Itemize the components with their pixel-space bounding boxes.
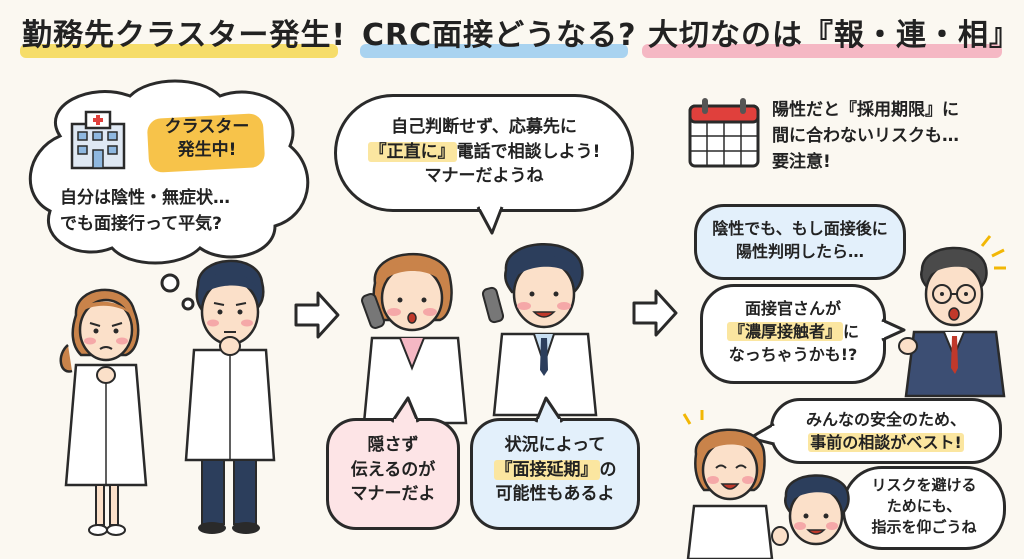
postponement-highlight: 『面接延期』	[493, 459, 600, 480]
title-highlight-blue	[360, 44, 628, 58]
surprised-interviewer-character	[898, 235, 1006, 398]
safety-advice-bubble: みんなの安全のため、 事前の相談がベスト!	[770, 398, 1002, 464]
tell-honestly-bubble: 隠さず 伝えるのが マナーだよ	[326, 418, 460, 530]
title-highlight-pink	[642, 44, 1002, 58]
close-contact-highlight: 『濃厚接触者』	[726, 322, 843, 342]
cluster-badge: クラスター 発生中!	[164, 117, 250, 160]
arrow-right-icon	[294, 291, 340, 339]
calendar-line1: 陽性だと『採用期限』に	[772, 100, 959, 120]
safety-advice-line2: 事前の相談がベスト!	[808, 433, 964, 453]
advice-bubble-tail	[476, 203, 504, 235]
positive-after-line2: 陽性判明したら…	[735, 242, 864, 262]
title-highlight-yellow	[20, 44, 338, 58]
postponement-line2: 『面接延期』の	[473, 458, 637, 483]
advice-line3: マナーだようね	[424, 166, 544, 187]
postponement-line3: 可能性もあるよ	[495, 484, 615, 505]
advice-line1: 自己判断せず、応募先に	[391, 117, 577, 137]
advice-line2-highlight: 『正直に』	[367, 141, 457, 162]
arrow-right-icon-2	[632, 289, 678, 337]
advice-line2: 『正直に』電話で相談しよう!	[337, 140, 631, 165]
thought-cloud	[28, 79, 310, 311]
close-contact-line3: なっちゃうかも!?	[728, 345, 858, 365]
title-part3: 大切なのは『報・連・相』!	[648, 18, 1024, 53]
follow-instructions-line2: ためにも、	[886, 497, 962, 515]
advice-line2-rest: 電話で相談しよう!	[456, 141, 601, 162]
tell-honestly-line2: 伝えるのが	[350, 459, 436, 480]
close-contact-bubble: 面接官さんが 『濃厚接触者』に なっちゃうかも!?	[700, 284, 886, 384]
thought-line2: でも面接行って平気?	[60, 214, 223, 234]
calendar-line2: 間に合わないリスクも…	[772, 126, 959, 146]
man-on-phone-character	[481, 243, 598, 417]
follow-instructions-line1: リスクを避ける	[871, 476, 977, 494]
blue-bubble-tail	[534, 396, 564, 425]
title-part1: 勤務先クラスター発生!	[22, 18, 347, 53]
close-contact-bubble-tail	[878, 318, 906, 342]
close-contact-line2-rest: に	[843, 322, 860, 342]
postponement-line2-rest: の	[599, 459, 617, 480]
happy-woman-character	[682, 410, 774, 559]
calendar-icon	[688, 98, 760, 168]
advice-speech-bubble: 自己判断せず、応募先に 『正直に』電話で相談しよう! マナーだようね	[334, 94, 634, 212]
worried-woman-character	[59, 288, 148, 536]
tell-honestly-line3: マナーだよ	[350, 484, 436, 505]
close-contact-line2: 『濃厚接触者』に	[703, 320, 883, 343]
page-title: 勤務先クラスター発生! CRC面接どうなる? 大切なのは『報・連・相』!	[0, 6, 1024, 58]
pink-bubble-tail	[390, 396, 420, 425]
smiling-man-character	[771, 474, 850, 546]
thought-line1: 自分は陰性・無症状…	[60, 188, 230, 208]
follow-instructions-bubble: リスクを避ける ためにも、 指示を仰ごうね	[842, 466, 1006, 550]
follow-instructions-line3: 指示を仰ごうね	[871, 518, 977, 536]
title-part2: CRC面接どうなる?	[362, 18, 637, 53]
safety-advice-line1: みんなの安全のため、	[805, 410, 966, 429]
thinking-man-character	[184, 259, 276, 534]
woman-on-phone-character	[361, 252, 468, 425]
close-contact-line1: 面接官さんが	[744, 299, 841, 318]
postponement-bubble: 状況によって 『面接延期』の 可能性もあるよ	[470, 418, 640, 530]
calendar-line3: 要注意!	[772, 152, 831, 172]
postponement-line1: 状況によって	[504, 435, 606, 455]
positive-after-line1: 陰性でも、もし面接後に	[712, 219, 888, 238]
tell-honestly-line1: 隠さず	[367, 435, 419, 455]
positive-after-interview-bubble: 陰性でも、もし面接後に 陽性判明したら…	[694, 204, 906, 280]
hospital-icon	[70, 110, 126, 170]
